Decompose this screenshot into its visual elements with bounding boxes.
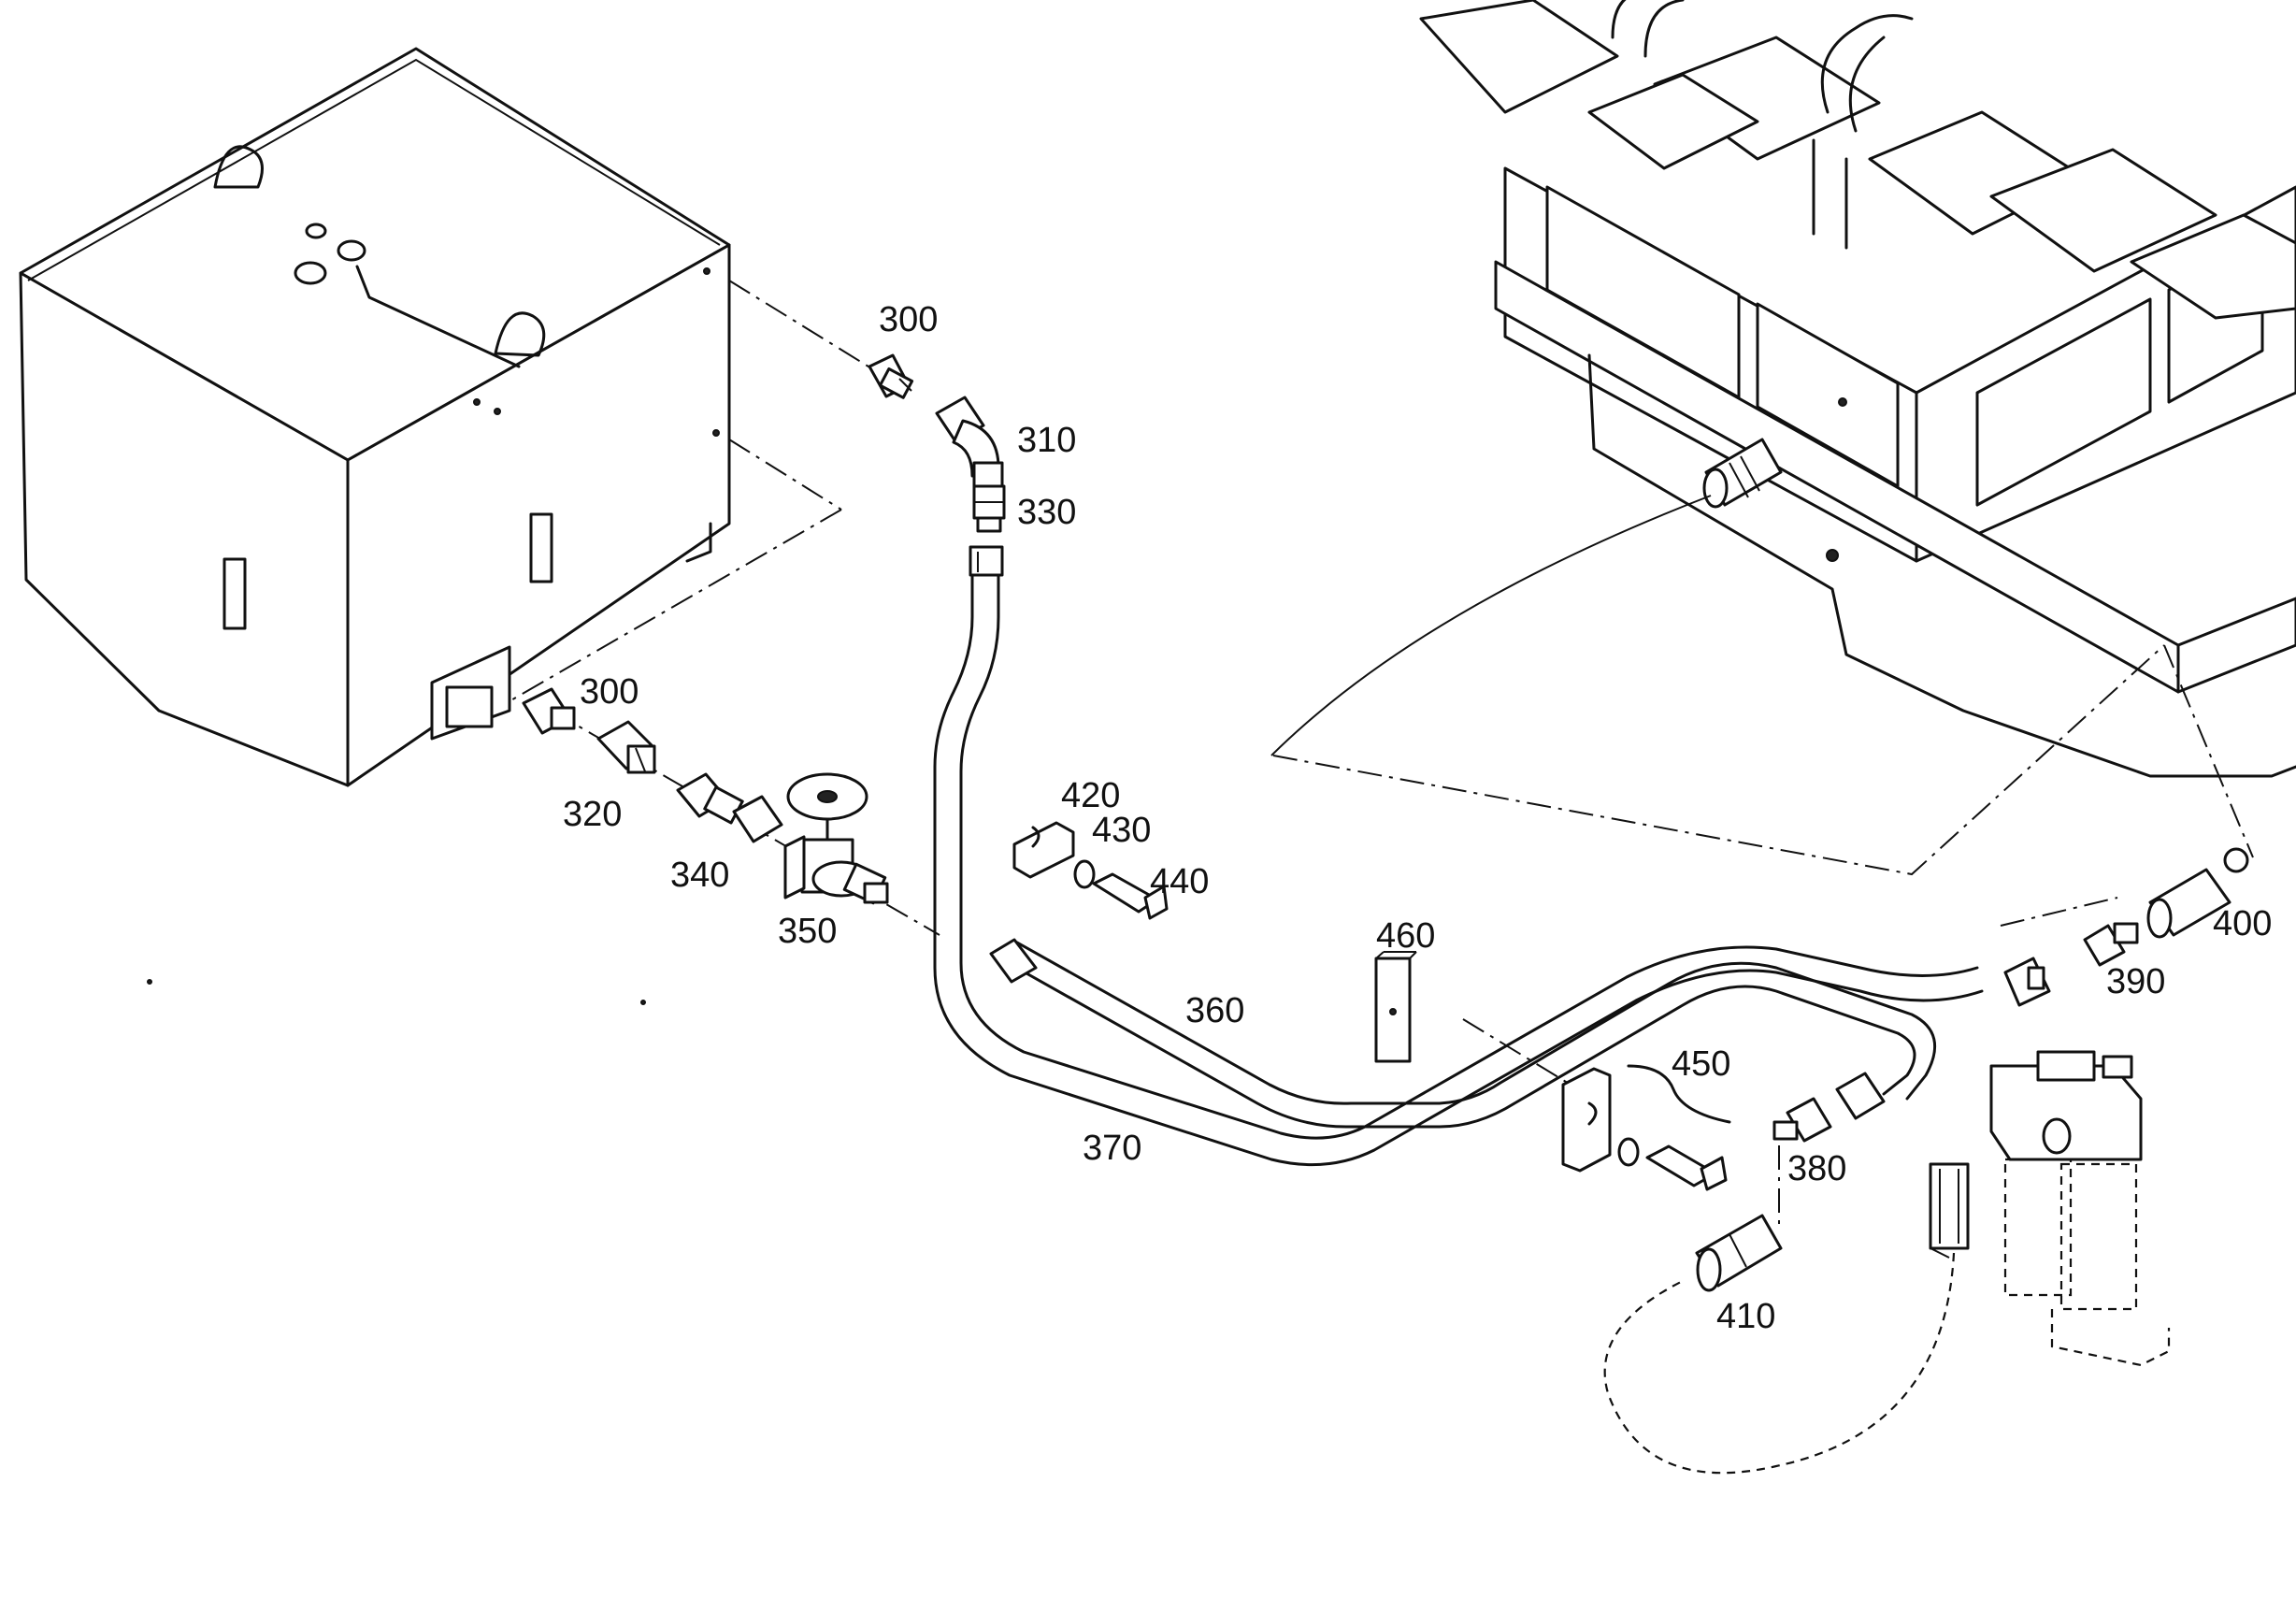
label-460: 460 [1376,916,1435,956]
tank-bracket-icon [222,557,247,630]
clamp-420 [1012,821,1075,879]
nut-320 [596,720,656,774]
union-340 [676,772,783,843]
filler-cap-icon [305,223,327,239]
label-300-top: 300 [879,300,938,339]
label-410: 410 [1716,1297,1775,1336]
lifting-eye-icon [494,311,546,357]
fuel-filter [1929,1050,2171,1367]
fuel-tank [19,47,731,787]
label-350: 350 [778,912,837,951]
hose-end-410 [1695,1214,1783,1292]
label-450: 450 [1672,1044,1730,1084]
label-430: 430 [1092,811,1151,850]
pipe-360 [933,545,2051,1167]
elbow-310 [935,396,1004,489]
shutoff-valve-350 [783,772,889,905]
label-380: 380 [1787,1149,1846,1188]
connector-390 [2083,922,2139,967]
label-400: 400 [2213,904,2272,943]
part-labels: 300 310 330 300 320 340 350 420 430 440 … [563,300,2272,1336]
label-370: 370 [1083,1129,1141,1168]
pipe-370 [989,938,1937,1129]
label-300-bottom: 300 [580,672,639,712]
label-420: 420 [1061,776,1120,815]
engine-block [1419,0,2296,778]
label-310: 310 [1017,421,1076,460]
connector-380 [1772,1097,1832,1143]
lifting-eye-icon [213,145,264,189]
clamp-set-450 [1561,1064,1731,1191]
adapter-330 [972,484,1006,533]
label-360: 360 [1185,991,1244,1030]
fitting-300-top [868,353,914,399]
label-390: 390 [2106,962,2165,1001]
bolt-440 [1092,872,1169,920]
label-330: 330 [1017,493,1076,532]
engine-fuel-fitting [1702,438,1783,509]
label-320: 320 [563,795,622,834]
washer-430 [1073,859,1096,889]
plate-460 [1374,951,1417,1063]
fitting-300-bottom [522,687,576,735]
label-440: 440 [1150,862,1209,901]
label-340: 340 [670,856,729,895]
hose-end-400 [2146,847,2249,939]
